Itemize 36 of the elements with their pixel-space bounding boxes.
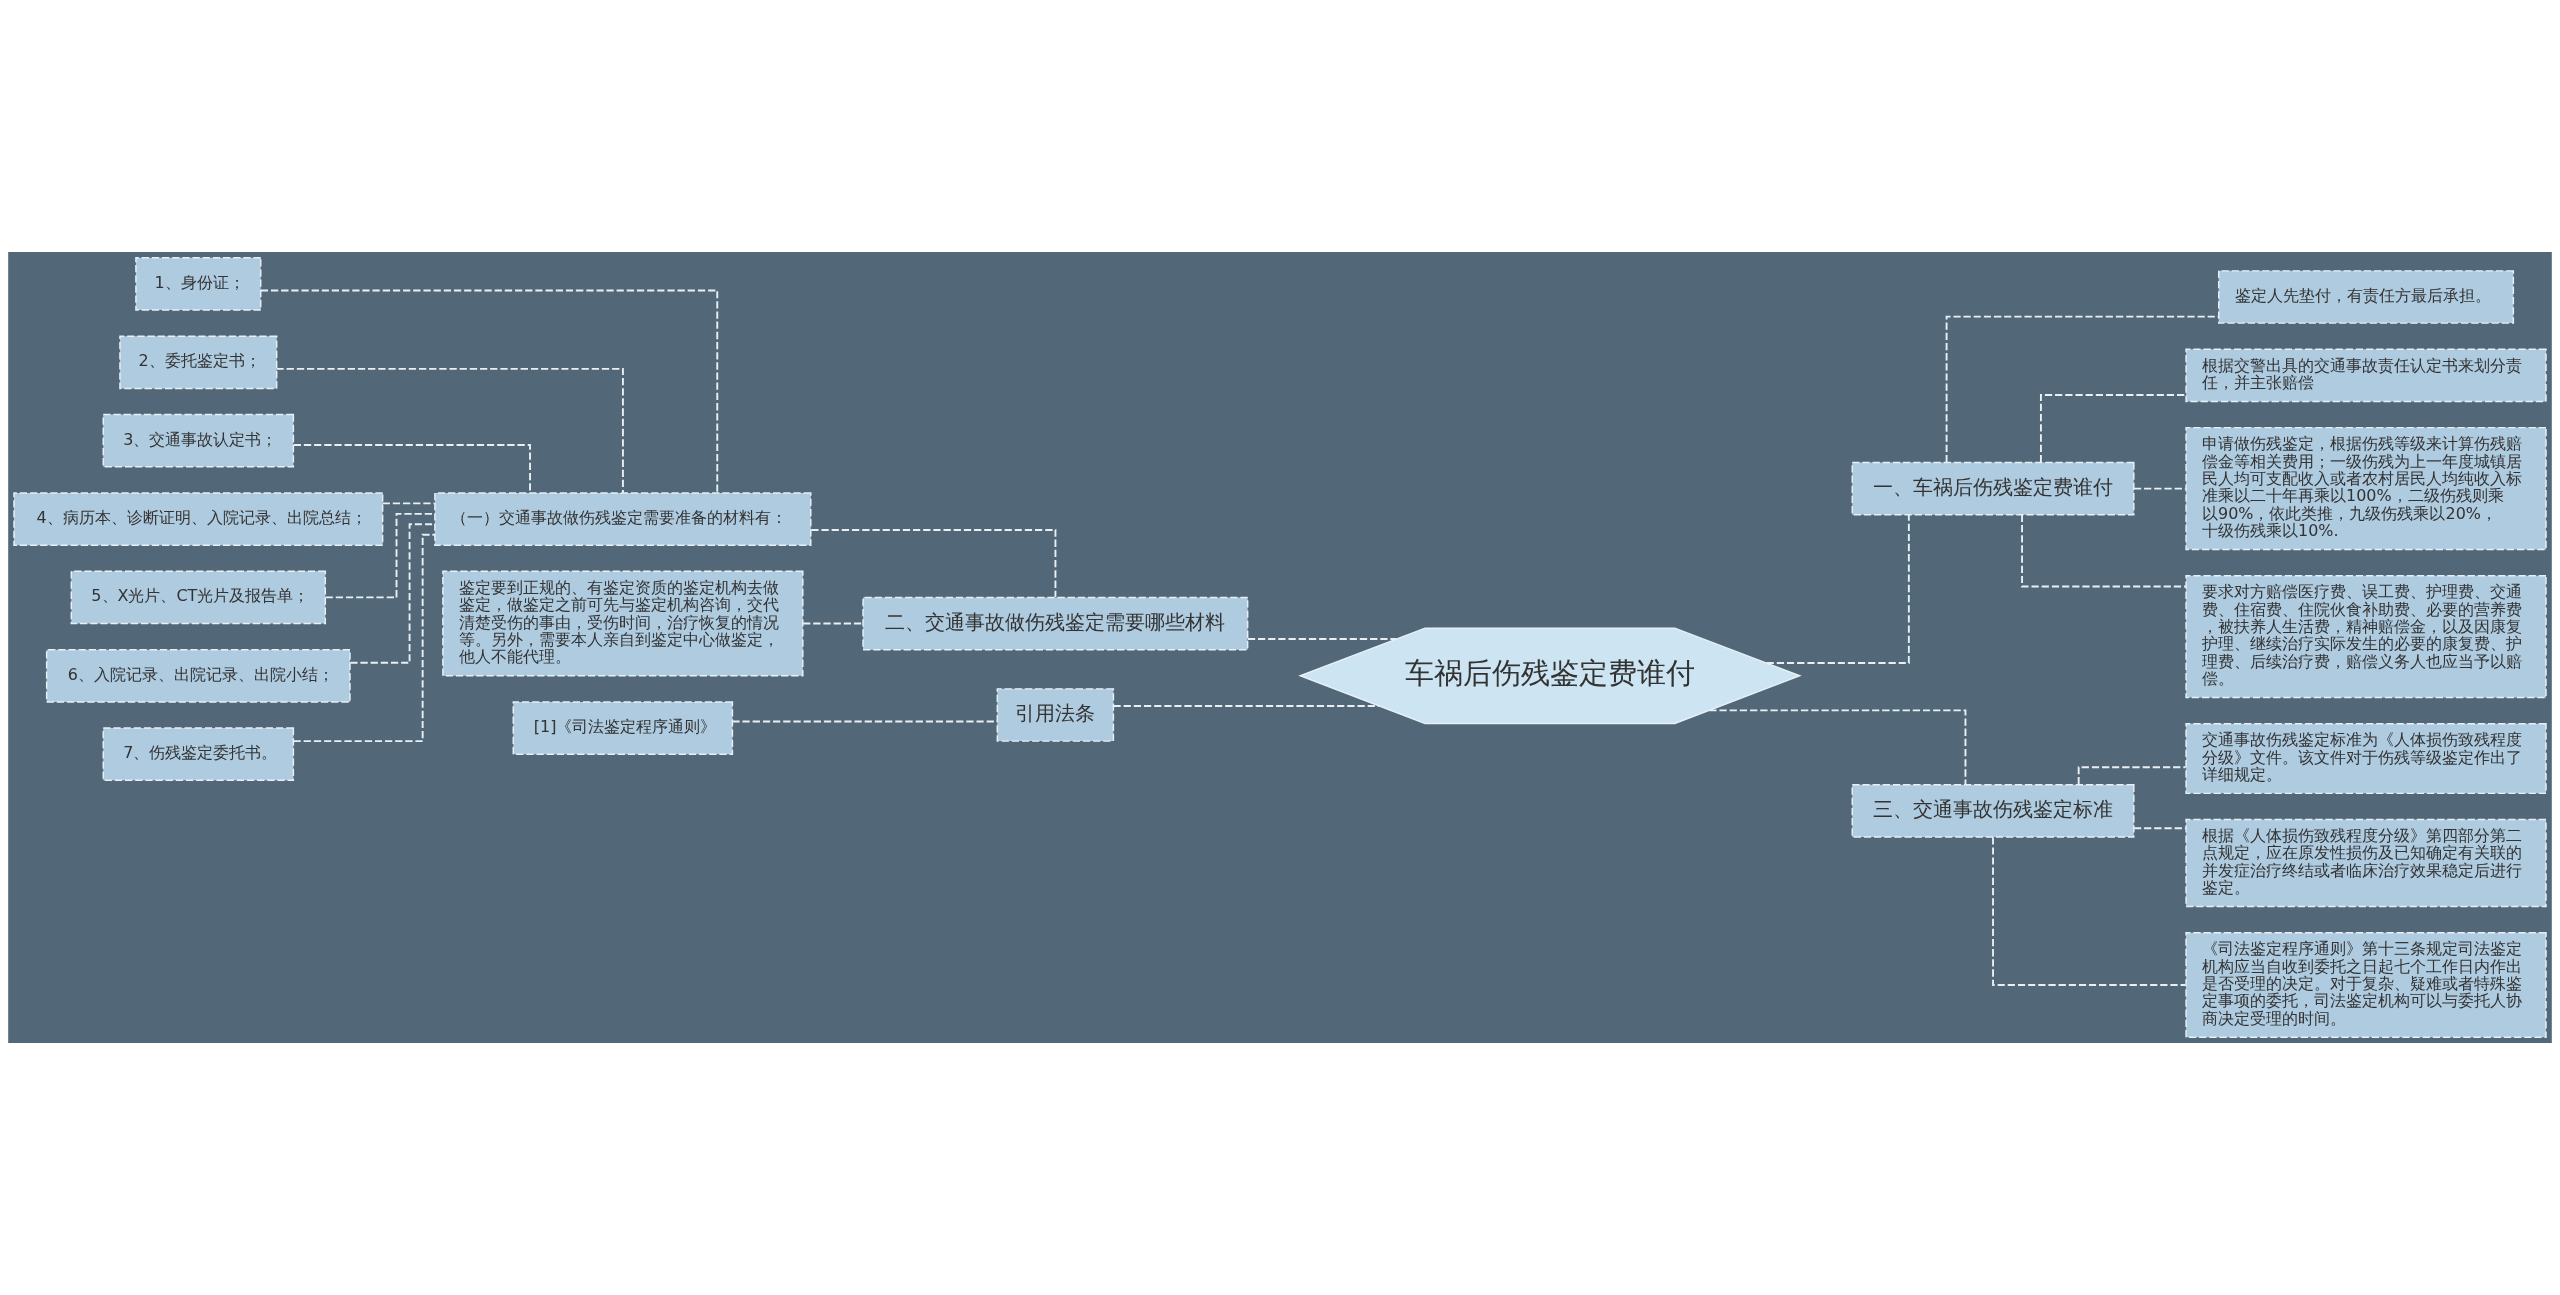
connector bbox=[292, 533, 436, 743]
node-box: 7、伤残鉴定委托书。 bbox=[102, 727, 295, 782]
node-box: 根据交警出具的交通事故责任认定书来划分责任，并主张赔偿 bbox=[2185, 348, 2547, 403]
connector bbox=[275, 367, 624, 494]
connector bbox=[2040, 394, 2187, 463]
node-box: 三、交通事故伤残鉴定标准 bbox=[1851, 783, 2135, 838]
node-box: （一）交通事故做伤残鉴定需要准备的材料有： bbox=[434, 492, 812, 546]
connector bbox=[1708, 709, 1967, 786]
node-box: 《司法鉴定程序通则》第十三条规定司法鉴定机构应当自收到委托之日起七个工作日内作出是否受理的决定。对于复杂、疑难或者特殊鉴定事项的委托，司法鉴定机构可以与委托人协商决定受理的时间。 bbox=[2185, 931, 2547, 1038]
node-box: 申请做伤残鉴定，根据伤残等级来计算伤残赔偿金等相关费用；一级伤残为上一年度城镇居民人均可支配收入或者农村居民人均纯收入标准乘以二十年再乘以100%，二级伤残则乘以90%，依此类推，九级伤残乘以20%，十级伤残乘以10%. bbox=[2185, 426, 2547, 551]
connector bbox=[1112, 705, 1381, 707]
node-box: 交通事故伤残鉴定标准为《人体损伤致残程度分级》文件。该文件对于伤残等级鉴定作出了详细规定。 bbox=[2185, 722, 2547, 795]
connector bbox=[1765, 514, 1910, 664]
connector bbox=[259, 289, 719, 494]
node-box: 1、身份证； bbox=[135, 257, 262, 311]
node-box: 4、病历本、诊断证明、入院记录、出院总结； bbox=[13, 492, 384, 546]
node-box: [1]《司法鉴定程序通则》 bbox=[512, 701, 734, 755]
connector bbox=[2133, 487, 2187, 490]
connector bbox=[1247, 638, 1398, 640]
node-box: 6、入院记录、出院记录、出院小结； bbox=[45, 648, 351, 703]
node-box: 5、X光片、CT光片及报告单； bbox=[70, 570, 327, 625]
connector bbox=[2133, 827, 2187, 830]
node-box: 2、委托鉴定书； bbox=[119, 335, 278, 390]
node-box: 二、交通事故做伤残鉴定需要哪些材料 bbox=[862, 596, 1249, 651]
connector bbox=[810, 529, 1057, 598]
node-box: 根据《人体损伤致残程度分级》第四部分第二点规定，应在原发性损伤及已知确定有关联的并发症治疗终结或者临床治疗效果稳定后进行鉴定。 bbox=[2185, 818, 2547, 908]
node-box: 一、车祸后伤残鉴定费谁付 bbox=[1851, 461, 2135, 516]
node-box: 3、交通事故认定书； bbox=[102, 413, 295, 468]
connector bbox=[2021, 513, 2187, 588]
connector bbox=[381, 502, 436, 505]
node-box: 引用法条 bbox=[996, 688, 1115, 742]
node-box: 鉴定要到正规的、有鉴定资质的鉴定机构去做鉴定，做鉴定之前可先与鉴定机构咨询，交代清楚受伤的事由，受伤时间，治疗恢复的情况等。另外，需要本人亲自到鉴定中心做鉴定，他人不能代理。 bbox=[442, 570, 804, 677]
connector bbox=[1992, 836, 2187, 986]
connector bbox=[802, 622, 864, 625]
node-box: 鉴定人先垫付，有责任方最后承担。 bbox=[2218, 270, 2515, 324]
node-box: 要求对方赔偿医疗费、误工费、护理费、交通费、住宿费、住院伙食补助费、必要的营养费，被扶养人生活费，精神赔偿金，以及因康复护理、继续治疗实际发生的必要的康复费、护理费、后续治疗费，赔偿义务人也应当予以赔偿。 bbox=[2185, 574, 2547, 699]
